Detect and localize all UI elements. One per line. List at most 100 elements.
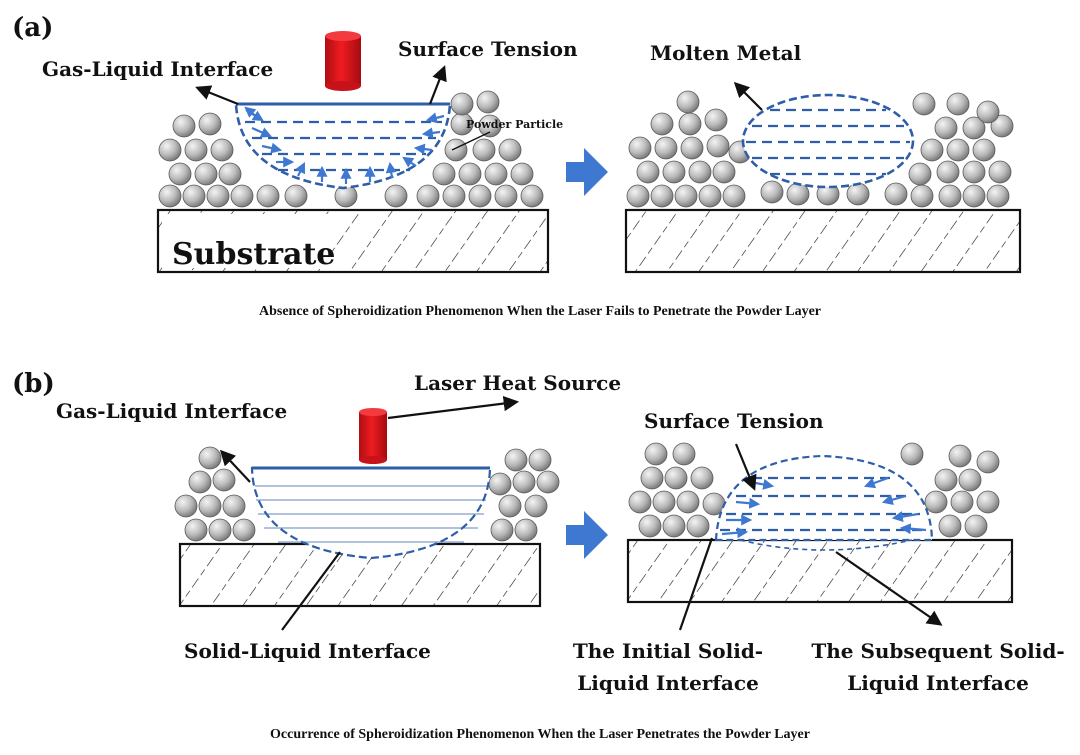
powder-particle — [628, 136, 652, 160]
powder-particle — [686, 514, 710, 538]
flow-arrow — [721, 527, 749, 539]
powder-particle — [674, 184, 698, 208]
powder-particle — [198, 446, 222, 470]
powder-particle — [384, 184, 408, 208]
powder-particle — [514, 518, 538, 542]
powder-particle — [688, 160, 712, 184]
powder-particle — [644, 442, 668, 466]
surface-tension-pointer — [428, 65, 447, 105]
powder-particle — [184, 138, 208, 162]
panel-a-left-powder — [158, 90, 544, 208]
powder-particle — [490, 518, 514, 542]
panel-a-caption: Absence of Spheroidization Phenomenon Wh… — [259, 304, 821, 319]
powder-particle — [698, 184, 722, 208]
panel-b-right-substrate — [626, 538, 1014, 604]
panel-a-right-powder — [626, 90, 1014, 208]
powder-particle — [938, 514, 962, 538]
powder-particle — [232, 518, 256, 542]
panel-a: (a) Substrate Gas-L — [12, 13, 1022, 319]
powder-particle — [654, 136, 678, 160]
powder-particle — [222, 494, 246, 518]
flow-arrow — [863, 476, 889, 489]
solid-liquid-interface-pointer — [281, 551, 341, 631]
powder-particle — [158, 184, 182, 208]
powder-particle — [676, 90, 700, 114]
process-arrow-a — [566, 148, 608, 196]
molten-metal-droplet — [741, 93, 915, 189]
gas-liquid-interface-label: Gas-Liquid Interface — [42, 57, 273, 81]
powder-particle — [194, 162, 218, 186]
powder-particle — [174, 494, 198, 518]
powder-particle — [910, 184, 934, 208]
powder-particle — [488, 472, 512, 496]
powder-particle — [640, 466, 664, 490]
surface-tension-flow-arrows — [721, 476, 927, 539]
flow-arrow — [899, 523, 927, 535]
powder-particle — [212, 468, 236, 492]
powder-particle — [638, 514, 662, 538]
laser-heat-source-label: Laser Heat Source — [414, 371, 621, 395]
powder-particle — [680, 136, 704, 160]
powder-particle — [712, 160, 736, 184]
powder-particle — [934, 468, 958, 492]
powder-particle — [652, 490, 676, 514]
marangoni-flow-arrows — [244, 106, 445, 184]
powder-particle — [524, 494, 548, 518]
powder-particle — [520, 184, 544, 208]
powder-particle — [976, 100, 1000, 124]
powder-particle — [884, 182, 908, 206]
powder-particle — [920, 138, 944, 162]
powder-particle — [198, 494, 222, 518]
powder-particle — [510, 162, 534, 186]
flow-arrow — [413, 143, 433, 155]
powder-particle — [206, 184, 230, 208]
powder-particle — [504, 448, 528, 472]
powder-particle — [900, 442, 924, 466]
flow-arrow — [244, 106, 259, 119]
flow-arrow — [421, 127, 441, 139]
powder-particle — [636, 160, 660, 184]
laser-heat-source-icon — [359, 408, 387, 464]
powder-particle — [672, 442, 696, 466]
process-arrow-b — [566, 511, 608, 559]
powder-particle — [442, 184, 466, 208]
panel-b-left-melt-pool — [250, 466, 492, 560]
powder-particle — [512, 470, 536, 494]
powder-particle — [484, 162, 508, 186]
powder-particle — [476, 90, 500, 114]
flow-arrow — [425, 112, 445, 124]
powder-particle — [182, 184, 206, 208]
powder-particle — [988, 160, 1012, 184]
powder-particle — [676, 490, 700, 514]
powder-particle — [704, 108, 728, 132]
powder-particle — [946, 138, 970, 162]
gas-liquid-interface-label-b: Gas-Liquid Interface — [56, 399, 287, 423]
panel-b-left-powder — [174, 446, 560, 542]
powder-particle — [650, 184, 674, 208]
powder-particle — [444, 138, 468, 162]
subsequent-sl-interface-label-line2: Liquid Interface — [847, 671, 1029, 695]
powder-particle — [948, 444, 972, 468]
powder-particle — [472, 138, 496, 162]
powder-particle — [962, 184, 986, 208]
gas-liquid-interface-pointer — [195, 85, 239, 106]
flow-arrow — [385, 161, 397, 179]
panel-a-left-melt-pool — [234, 102, 452, 190]
powder-particle — [958, 468, 982, 492]
flow-arrow — [891, 511, 919, 522]
powder-particle — [664, 466, 688, 490]
powder-particle — [962, 116, 986, 140]
powder-particle — [678, 112, 702, 136]
solid-liquid-interface-label: Solid-Liquid Interface — [184, 639, 431, 663]
powder-particle — [210, 138, 234, 162]
spheroidized-droplet — [714, 454, 934, 551]
powder-particle — [172, 114, 196, 138]
flow-arrow — [251, 126, 273, 138]
powder-particle — [650, 112, 674, 136]
powder-particle — [416, 184, 440, 208]
powder-particle — [662, 514, 686, 538]
powder-particle — [188, 470, 212, 494]
powder-particle — [208, 518, 232, 542]
powder-particle — [990, 114, 1014, 138]
